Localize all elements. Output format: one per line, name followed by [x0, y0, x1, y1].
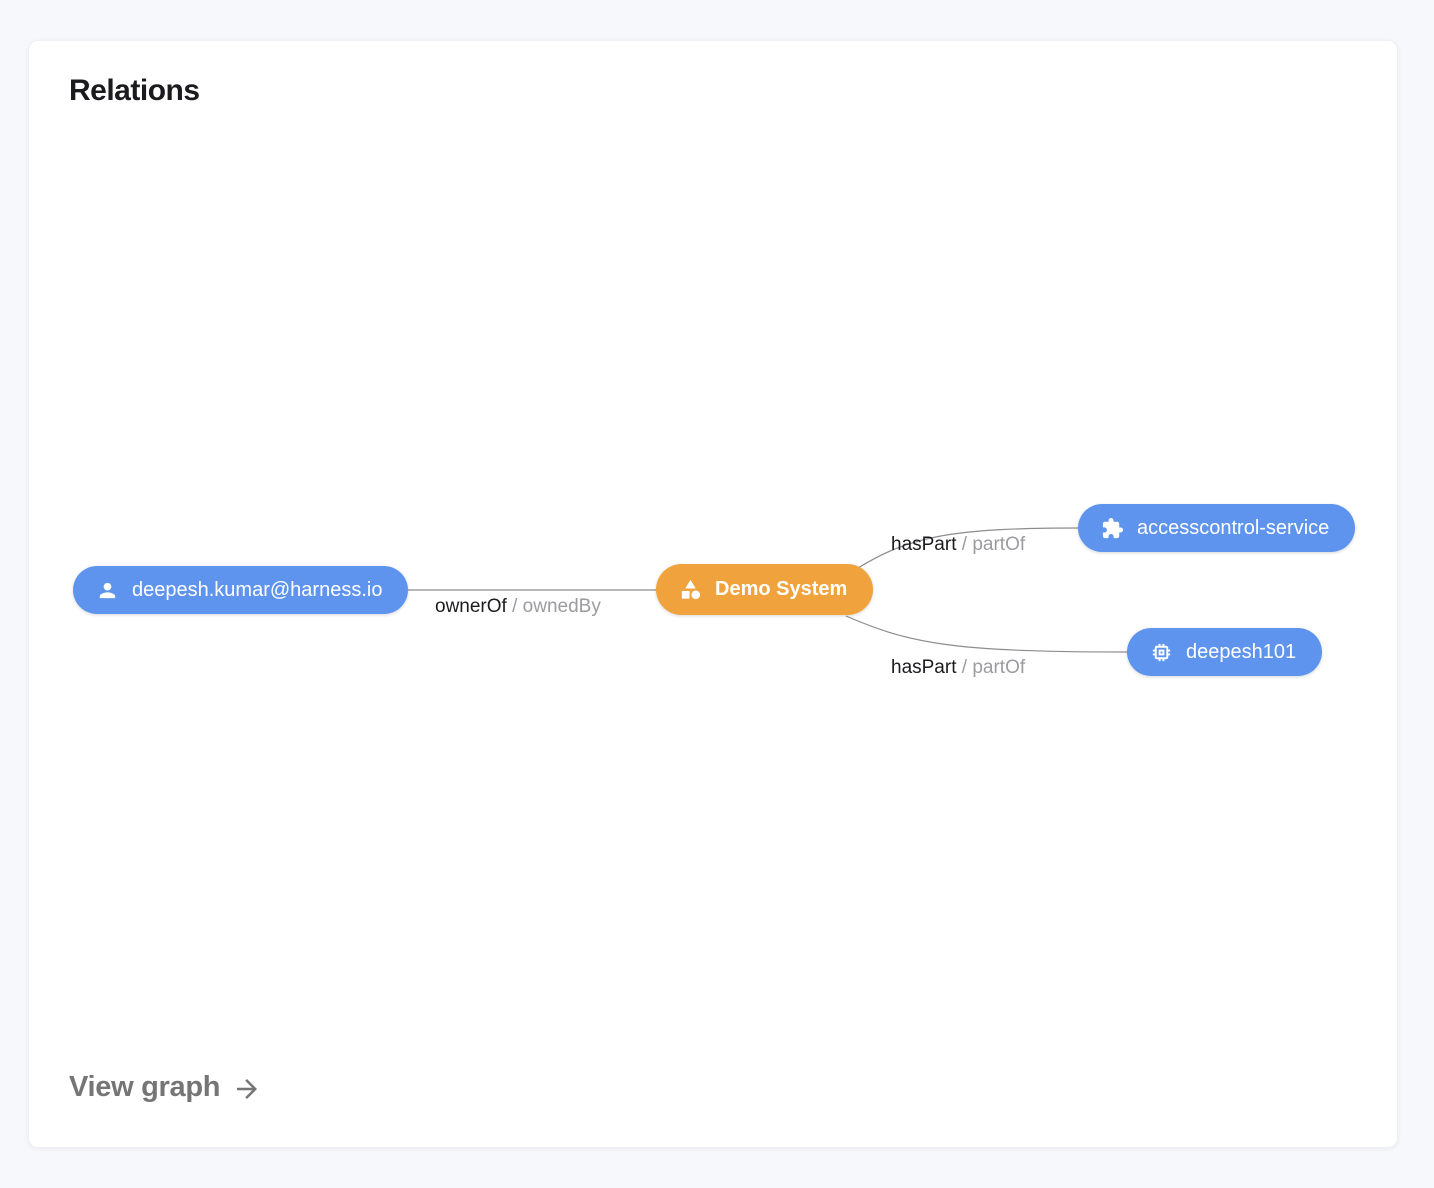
arrow-forward-icon [232, 1074, 262, 1104]
node-label: accesscontrol-service [1137, 516, 1330, 539]
relations-graph: ownerOf / ownedBy hasPart / partOf hasPa… [29, 41, 1397, 1147]
edge-label-ownerof: ownerOf / ownedBy [435, 596, 601, 618]
edge-label-primary: hasPart [891, 657, 957, 678]
edge-label-separator: / [506, 596, 523, 617]
edge-label-secondary: partOf [972, 534, 1026, 555]
edge-label-secondary: partOf [972, 657, 1026, 678]
graph-node-user[interactable]: deepesh.kumar@harness.io [73, 566, 409, 614]
node-label: Demo System [715, 578, 848, 600]
card-title: Relations [69, 74, 200, 107]
memory-chip-icon [1150, 641, 1173, 664]
edge-label-secondary: ownedBy [522, 596, 601, 617]
graph-node-component[interactable]: deepesh101 [1127, 628, 1323, 676]
edge-label-separator: / [956, 534, 973, 555]
graph-edges-layer [398, 527, 1128, 653]
extension-icon [1101, 517, 1124, 540]
view-graph-label: View graph [69, 1071, 221, 1103]
person-icon [96, 579, 119, 602]
graph-node-service[interactable]: accesscontrol-service [1078, 504, 1356, 552]
edge-label-separator: / [956, 657, 973, 678]
view-graph-link[interactable]: View graph [69, 1071, 262, 1104]
graph-node-system[interactable]: Demo System [656, 564, 874, 615]
edge-label-haspart-component: hasPart / partOf [891, 657, 1025, 679]
edge-label-haspart-service: hasPart / partOf [891, 534, 1025, 556]
relations-card: Relations ownerOf / ownedBy hasPart / pa… [28, 40, 1398, 1148]
edge-label-primary: ownerOf [435, 596, 507, 617]
edge-haspart-component-line [845, 615, 1128, 653]
category-icon [679, 578, 702, 601]
edge-haspart-service-line [857, 527, 1079, 569]
node-label: deepesh101 [1186, 640, 1297, 663]
edge-label-primary: hasPart [891, 534, 957, 555]
node-label: deepesh.kumar@harness.io [132, 578, 383, 601]
